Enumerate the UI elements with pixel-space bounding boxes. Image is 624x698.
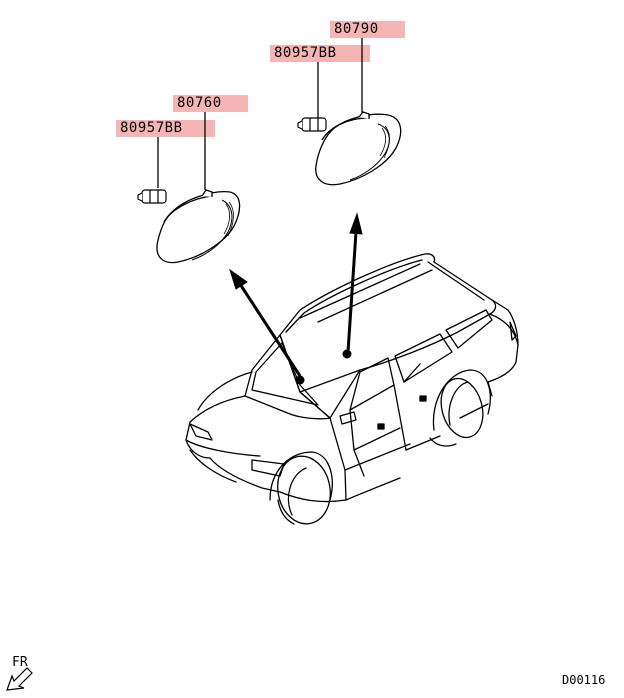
vehicle-outline [185, 253, 519, 525]
bulb-left [137, 189, 167, 204]
side-marker-lamp-right [315, 111, 402, 186]
callout-80957bb-left[interactable]: 80957BB [120, 120, 183, 136]
mount-point-right [342, 349, 352, 359]
front-direction-arrow-icon [6, 667, 33, 691]
callout-highlight-80760 [173, 95, 248, 112]
arrow-right-shaft [346, 231, 358, 353]
leader-lines [157, 38, 363, 190]
callout-highlight-80957bb-left [116, 120, 215, 137]
callout-80760[interactable]: 80760 [177, 95, 222, 111]
callout-highlight-80790 [330, 21, 405, 38]
arrow-left-head [229, 268, 248, 290]
arrow-left-shaft [238, 283, 302, 377]
diagram-code: D00116 [562, 673, 606, 687]
arrow-right-head [349, 212, 363, 235]
callout-80790[interactable]: 80790 [334, 21, 379, 37]
callout-80957bb-right[interactable]: 80957BB [274, 45, 337, 61]
bulb-right [297, 117, 327, 132]
callout-highlights [116, 21, 405, 137]
front-direction-label: FR [12, 655, 28, 670]
callout-highlight-80957bb-right [270, 45, 370, 62]
side-marker-lamp-left [156, 189, 241, 264]
